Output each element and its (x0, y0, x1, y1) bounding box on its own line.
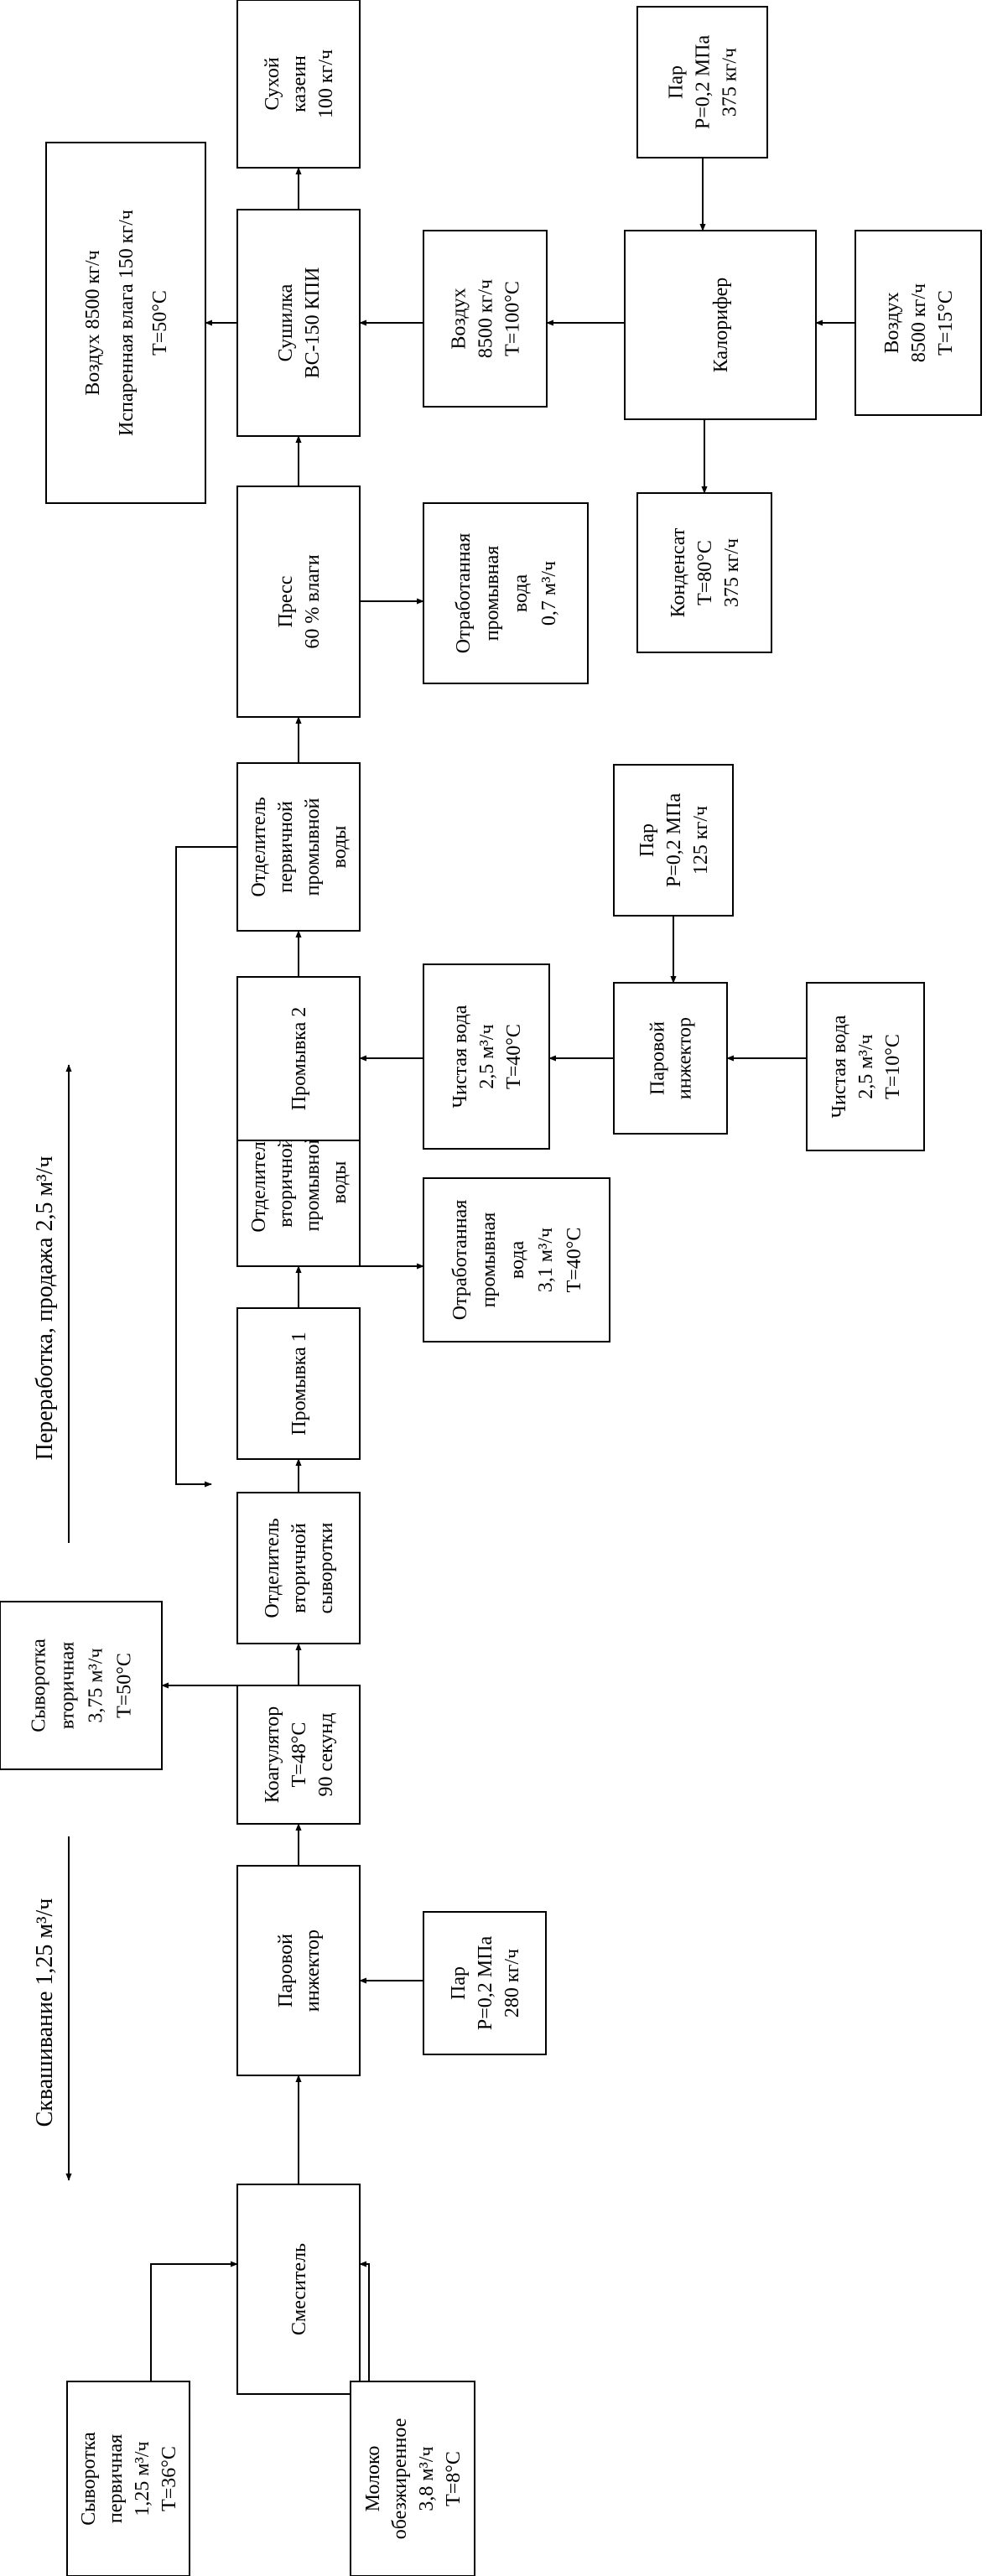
mixer-text: Смеситель (288, 2243, 310, 2335)
flow-labels: Сквашивание 1,25 м³/ч Переработка, продаж… (32, 1156, 58, 2127)
heater-box: Калорифер (624, 230, 817, 420)
mixer-box: Смеситель (236, 2184, 361, 2395)
wash-2-box: Промывка 2 (236, 976, 361, 1141)
wash-1-box: Промывка 1 (236, 1307, 361, 1460)
primary-sep-recycle-connector (175, 846, 237, 1488)
heater-text: Калорифер (710, 278, 732, 373)
acidification-label: Сквашивание 1,25 м³/ч (32, 1898, 58, 2127)
wash-1-text: Промывка 1 (288, 1332, 310, 1435)
primary-whey-to-mixer-connector (150, 2261, 238, 2381)
milk-to-mixer-connector (359, 2261, 370, 2381)
processing-sale-label: Переработка, продажа 2,5 м³/ч (32, 1156, 58, 1461)
wash-2-text: Промывка 2 (288, 1007, 310, 1110)
